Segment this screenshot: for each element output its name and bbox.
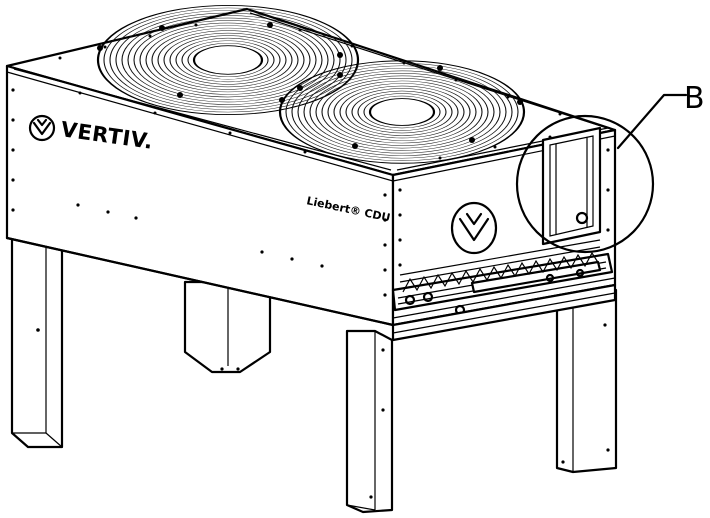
rear-left-leg [10,231,64,449]
access-panel [541,126,602,246]
end-face-logo-icon [450,201,498,255]
detail-circle-icon [515,114,655,254]
front-face-rivets [11,88,387,297]
front-center-leg [345,329,394,514]
callout-label: B [684,81,705,116]
fan-right [278,60,526,164]
vertiv-logo-icon [28,114,56,142]
base-frame [391,283,617,342]
end-face-rivets [398,148,610,292]
front-right-leg [555,284,618,474]
fan-left [96,4,360,116]
callout-leader [616,93,688,150]
pipe-manifold [391,239,614,316]
